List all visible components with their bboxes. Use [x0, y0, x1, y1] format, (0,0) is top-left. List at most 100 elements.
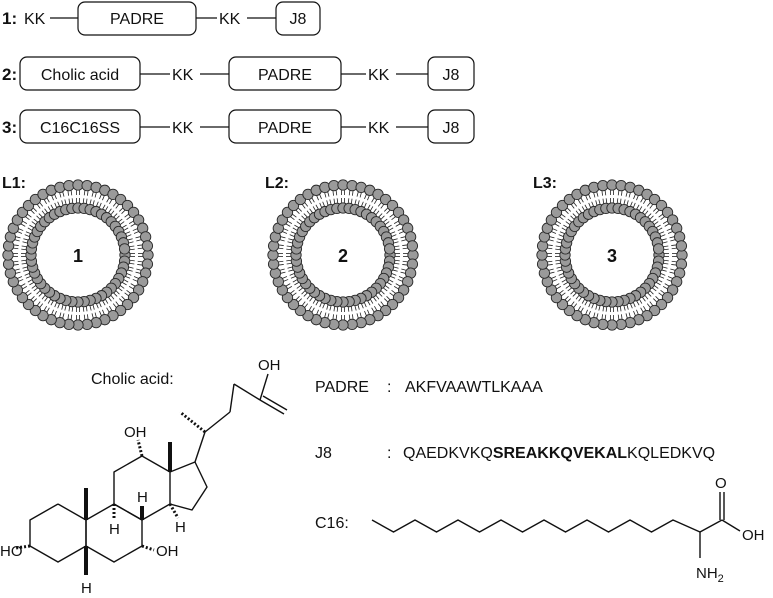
lipid-tail	[287, 220, 293, 224]
lipid-tail	[15, 236, 21, 239]
lipid-tail	[633, 194, 636, 200]
cholic-acid-structure	[15, 373, 288, 575]
construct-1-padre: PADRE	[110, 11, 164, 28]
lipid-tail	[378, 292, 383, 297]
lipid-tail	[13, 244, 19, 246]
lipid-tail	[44, 208, 48, 213]
lipid-tail	[309, 297, 313, 302]
lipid-tail	[547, 264, 553, 266]
lipid-tail	[671, 260, 677, 263]
construct-1-box-j8	[275, 1, 321, 36]
lipid-tail	[364, 310, 367, 316]
construct-2-label: 2:	[2, 65, 17, 84]
lipid-tail	[588, 310, 591, 316]
lipid-tail	[551, 276, 557, 279]
lipid-tail	[378, 213, 383, 218]
lipid-tail	[25, 276, 31, 279]
lipid-tail	[577, 199, 581, 205]
lipid-tail	[636, 195, 639, 201]
lipid-tail	[295, 296, 300, 300]
lipid-tail	[128, 241, 134, 244]
lipid-tail	[570, 290, 575, 295]
lipid-tail	[642, 208, 646, 213]
lipid-tail	[309, 208, 313, 213]
lipid-tail	[628, 192, 631, 198]
lipid-tail	[126, 273, 132, 276]
lipid-tail	[375, 210, 380, 215]
lipid-tail	[115, 215, 120, 220]
lipid-tail	[667, 231, 673, 234]
lipid-tail	[387, 282, 392, 286]
lipid-tail	[57, 303, 60, 309]
lipid-tail	[118, 218, 123, 223]
lipid-tail	[563, 224, 568, 228]
lipid-tail	[621, 314, 623, 320]
lipid-tail	[27, 213, 32, 218]
lipid-tail	[298, 298, 302, 303]
lipid-tail	[652, 218, 657, 223]
lipid-tail	[549, 236, 555, 239]
lipid-tail	[17, 231, 23, 234]
lipid-tail	[640, 197, 644, 203]
lipid-tail	[653, 298, 657, 303]
lipid-tail	[47, 299, 51, 304]
construct-3-label: 3:	[2, 118, 17, 137]
lipid-tail	[660, 289, 665, 294]
lipid-tail	[394, 263, 400, 265]
lipid-tail	[327, 191, 330, 197]
lipid-tail	[354, 199, 357, 205]
lipid-tail	[670, 268, 676, 271]
lipid-tail	[646, 303, 651, 308]
lipid-tail	[126, 234, 132, 237]
lipid-tail	[133, 231, 139, 234]
lipid-tail	[356, 313, 359, 319]
lipid-tail	[373, 297, 377, 302]
lipid-tail	[663, 245, 669, 247]
c16-structure: C16: O OH NH2	[315, 475, 765, 585]
lipid-tail	[24, 273, 30, 276]
lipid-tail	[123, 279, 129, 283]
lipid-tail	[655, 296, 660, 300]
lipid-tail	[332, 314, 334, 320]
carboxyl-oh-bond	[259, 373, 269, 401]
lipid-tail	[124, 292, 129, 297]
lipid-tail	[298, 287, 303, 292]
lipid-tail	[51, 195, 54, 201]
lipid-tail	[20, 283, 26, 287]
lipid-tail	[329, 199, 332, 205]
lipid-tail	[647, 292, 652, 297]
lipid-tail	[33, 207, 37, 212]
lipid-tail	[57, 201, 60, 207]
lipid-tail	[119, 298, 123, 303]
lipid-tail	[667, 276, 673, 279]
lipid-tail	[630, 201, 633, 207]
construct-3-lipid: C16C16SS	[40, 120, 120, 137]
lipid-tail	[374, 199, 378, 205]
j8-seq-pre: QAEDKVKQ	[403, 445, 493, 462]
lipid-tail	[663, 248, 669, 251]
lipid-tail	[285, 223, 291, 227]
lipid-tail	[669, 271, 675, 274]
padre-sequence: AKFVAAWTLKAAA	[405, 379, 543, 396]
lipid-tail	[584, 204, 588, 210]
lipid-tail	[36, 301, 41, 306]
lipid-tail	[322, 303, 325, 309]
lipid-tail	[29, 224, 34, 228]
lipid-tail	[644, 210, 649, 215]
cholic-title: Cholic acid:	[91, 371, 174, 388]
lipid-tail	[99, 310, 102, 316]
lipid-tail	[658, 292, 663, 297]
lipid-tail	[554, 283, 560, 287]
lipid-tail	[290, 216, 295, 221]
lipid-tail	[292, 227, 298, 231]
lipid-tail	[639, 299, 643, 304]
lipid-tail	[135, 271, 141, 274]
liposome-1-label: L1:	[2, 175, 26, 192]
lipid-tail	[595, 304, 598, 310]
lipid-tail	[122, 224, 127, 228]
lipid-tail	[137, 247, 143, 250]
lipid-tail	[86, 306, 88, 312]
lipid-tail	[398, 276, 404, 279]
lipid-tail	[290, 276, 296, 279]
liposome-1: L1: 1	[2, 175, 154, 331]
